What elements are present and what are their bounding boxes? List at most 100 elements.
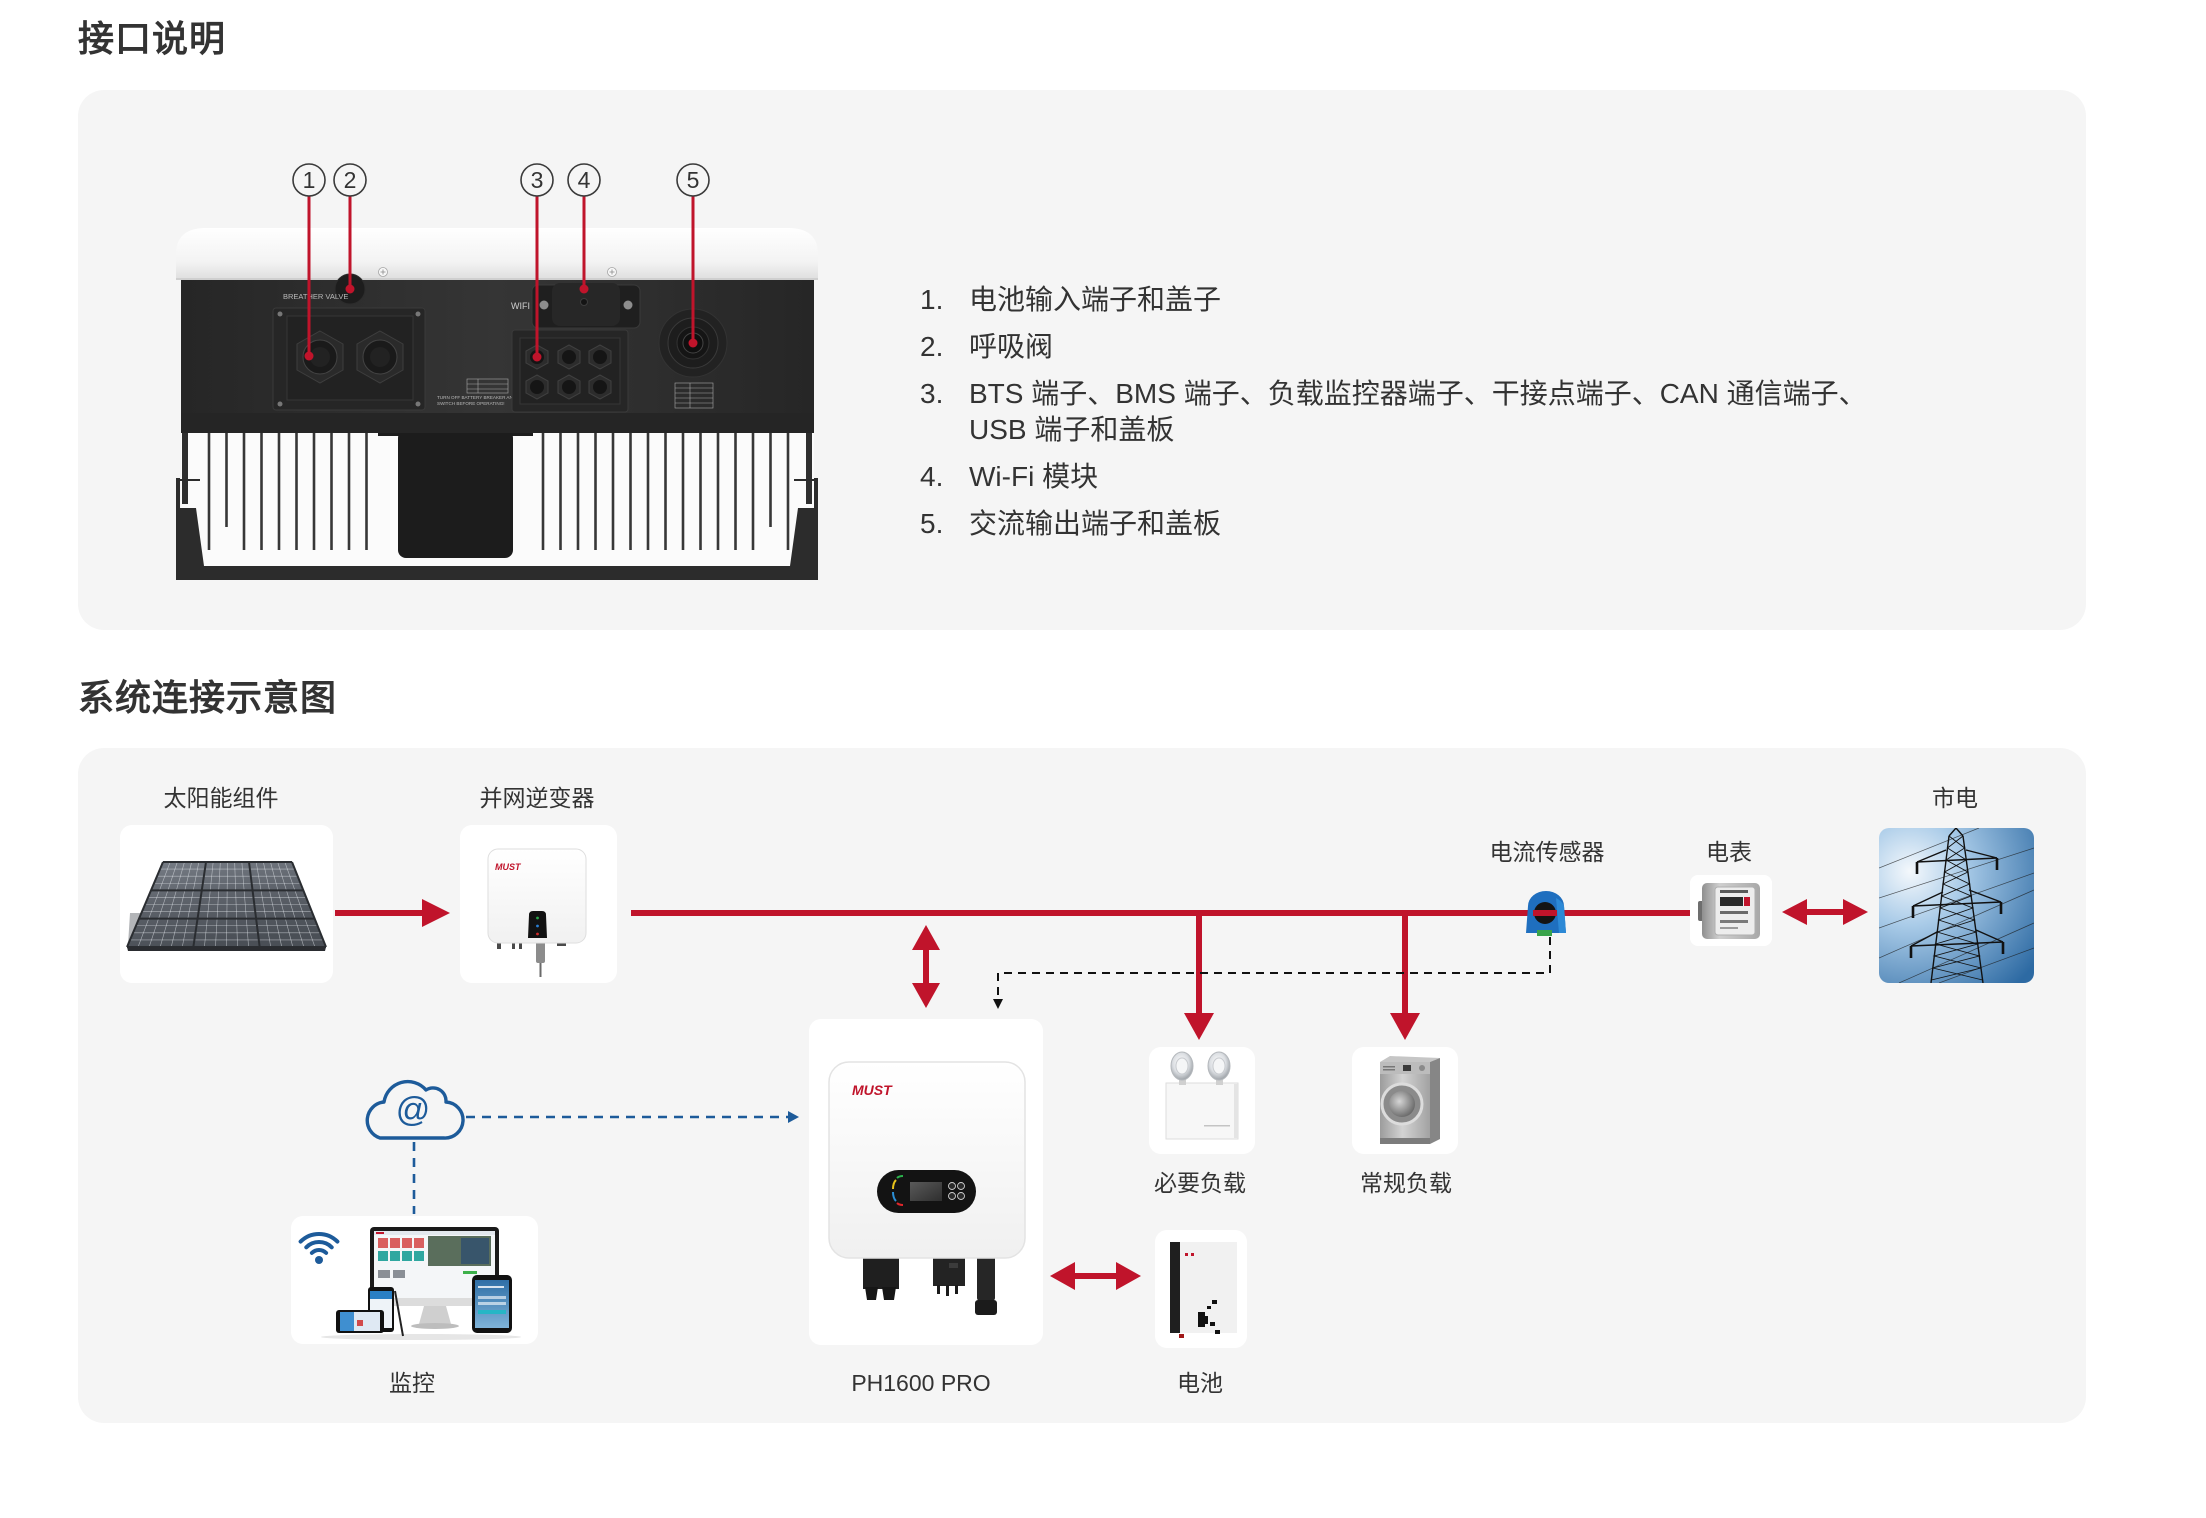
- top-cover-edge: [176, 278, 818, 280]
- bottom-connectors: [863, 1255, 997, 1315]
- interface-list-item: 1. 电池输入端子和盖子: [920, 282, 1899, 318]
- label-battery: 电池: [1177, 1370, 1223, 1396]
- wifi-icon: [298, 1231, 340, 1255]
- solar-module-frame: [192, 861, 207, 948]
- item-text: Wi-Fi 模块: [969, 461, 1099, 492]
- arrow-meter-grid: [1782, 899, 1868, 925]
- utility-grid-node: [1879, 828, 2034, 983]
- dashboard-tile: [390, 1251, 400, 1261]
- grid-tie-inverter-image: MUST: [487, 848, 587, 977]
- heatsink-post-right: [806, 432, 812, 504]
- callout-dot: [579, 284, 589, 294]
- arrow-head: [1184, 1013, 1214, 1040]
- light-housing: [1165, 1082, 1239, 1140]
- label-monitoring: 监控: [389, 1370, 435, 1396]
- callout-1: 1: [292, 163, 326, 361]
- status-arc: [892, 1191, 897, 1202]
- ac-gland: [977, 1255, 995, 1301]
- interface-list-item: 4. Wi-Fi 模块: [920, 459, 1899, 495]
- arrow-head: [422, 899, 450, 927]
- dashboard-tile: [390, 1238, 400, 1248]
- callout-3: 3: [520, 163, 554, 362]
- brand-logo: MUST: [495, 862, 522, 872]
- ac-label-table: [674, 382, 714, 409]
- tablet: [472, 1275, 512, 1333]
- ph-body: [828, 1061, 1026, 1259]
- status-led: [536, 932, 539, 936]
- dashboard-tile: [402, 1238, 412, 1248]
- bracket-hook-right: [814, 478, 818, 510]
- interface-list-item: 2. 呼吸阀: [920, 329, 1899, 365]
- callout-circle: [520, 163, 554, 197]
- ac-bus-line: [631, 910, 1691, 916]
- status-arc: [896, 1175, 904, 1179]
- item-number: 1.: [920, 284, 944, 315]
- callout-circle: [292, 163, 326, 197]
- energy-meter-image: [1698, 883, 1760, 939]
- bracket-hook-left: [176, 478, 180, 510]
- arrow-head: [912, 983, 940, 1008]
- center-cover-block: [398, 430, 513, 558]
- panel-button: [948, 1182, 956, 1190]
- item-number: 3.: [920, 378, 944, 409]
- label-solar: 太阳能组件: [163, 785, 279, 811]
- battery-side-stripe: [1170, 1242, 1180, 1333]
- callout-circle: [676, 163, 710, 197]
- label-utility-grid: 市电: [1932, 785, 1978, 811]
- dashboard-tile: [378, 1238, 388, 1248]
- regular-load-node: [1352, 1047, 1458, 1154]
- hybrid-inverter-node: MUST: [809, 1019, 1043, 1345]
- arrow-head: [1782, 899, 1807, 925]
- transmission-tower-image: [1879, 828, 2034, 983]
- solar-module-frame: [248, 861, 261, 948]
- label-grid-tie-inverter: 并网逆变器: [479, 785, 595, 811]
- inverter-bottom-view: BREATHER VALVE TURN OFF BATTERY BREAKER …: [176, 163, 818, 580]
- stylus: [394, 1290, 404, 1337]
- interface-list: 1. 电池输入端子和盖子 2. 呼吸阀 3. BTS 端子、BMS 端子、负载监…: [920, 282, 1899, 553]
- arrow-head: [1390, 1013, 1420, 1040]
- cloud-at-symbol: @: [396, 1091, 431, 1129]
- arrow-bus-to-regular-load: [1390, 913, 1420, 1040]
- gt-connector: [512, 942, 515, 949]
- callout-number: 2: [344, 167, 357, 193]
- panel-button: [957, 1182, 965, 1190]
- arrow-solar-to-inverter: [335, 899, 450, 927]
- status-arc: [896, 1202, 904, 1206]
- wifi-icon-dot: [315, 1256, 323, 1264]
- cloud-icon: @: [365, 1079, 465, 1140]
- warning-text-line: TURN OFF BATTERY BREAKER AND PV: [437, 395, 524, 400]
- callout-4: 4: [567, 163, 601, 294]
- item-text: 交流输出端子和盖板: [969, 508, 1222, 539]
- arrow-head: [912, 925, 940, 950]
- callout-circle: [567, 163, 601, 197]
- meter-node: [1690, 875, 1772, 946]
- status-arc: [892, 1179, 897, 1190]
- body-lower-band: [181, 412, 814, 433]
- arrow-bus-hybrid-inverter: [912, 925, 940, 1008]
- label-hybrid-inverter: PH1600 PRO: [851, 1370, 991, 1396]
- communication-port-plate: [511, 329, 629, 413]
- top-cover: [176, 228, 818, 280]
- bracket-body: [176, 508, 818, 580]
- dashboard-tile: [414, 1251, 424, 1261]
- callout-number: 1: [303, 167, 316, 193]
- solar-panel-node: [120, 825, 333, 983]
- solar-module-frame: [291, 861, 327, 948]
- screw-icon: [607, 267, 617, 277]
- devices-shadow: [321, 1334, 521, 1340]
- label-critical-load: 必要负载: [1154, 1170, 1246, 1196]
- battery-terminal-plate: [272, 307, 426, 411]
- hybrid-inverter-image: MUST: [828, 1061, 1026, 1315]
- gt-connector: [497, 942, 501, 949]
- callout-2: 2: [333, 163, 367, 294]
- item-text: 电池输入端子和盖子: [969, 284, 1222, 315]
- callout-circle: [333, 163, 367, 197]
- heatsink-post-left: [182, 432, 188, 504]
- brand-logo: MUST: [852, 1082, 893, 1098]
- arrow-head: [1843, 899, 1868, 925]
- interface-list-item: 3. BTS 端子、BMS 端子、负载监控器端子、干接点端子、CAN 通信端子、…: [920, 376, 1899, 448]
- arrow-bus-to-critical-load: [1184, 913, 1214, 1040]
- smartphone-landscape: [336, 1310, 384, 1333]
- cloud-to-inverter-line: [466, 1111, 799, 1123]
- solar-panel-image: [126, 861, 327, 951]
